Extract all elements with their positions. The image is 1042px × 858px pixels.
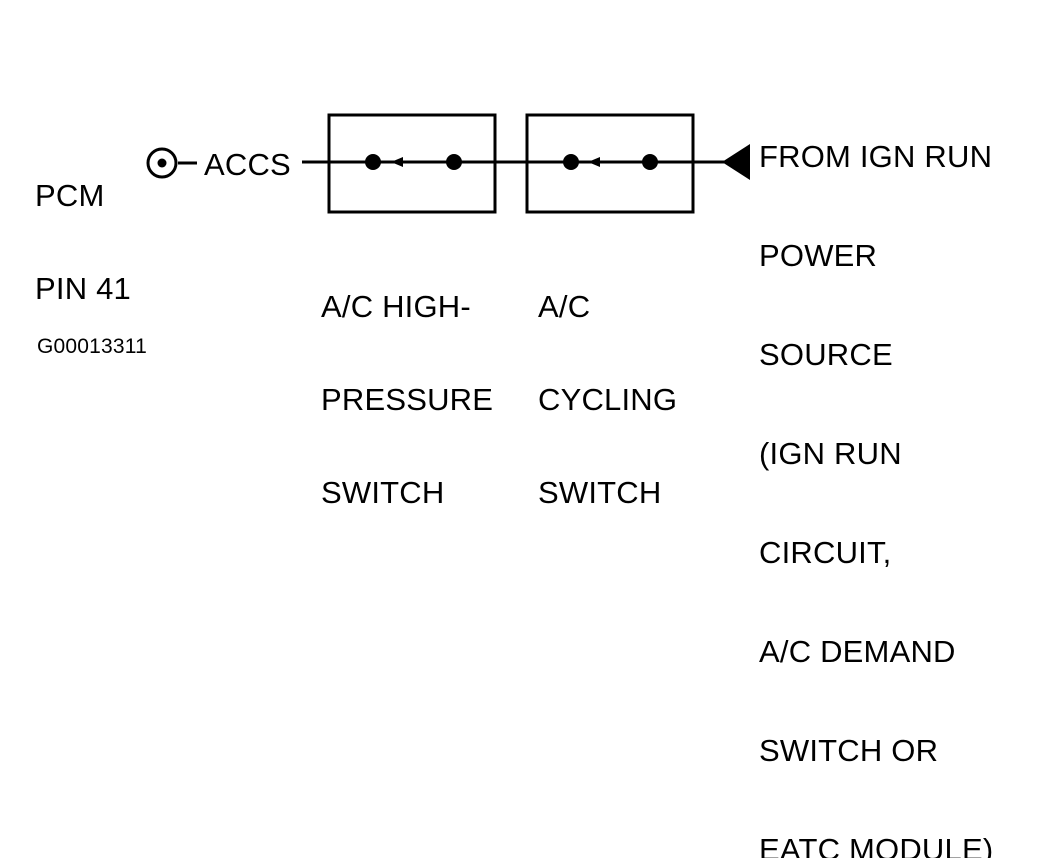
pcm-label-line: PCM	[35, 178, 105, 213]
high-pressure-switch-box	[327, 113, 497, 214]
power-source-label-line: CIRCUIT,	[759, 535, 892, 570]
pcm-pin-connector	[146, 147, 178, 179]
high-pressure-switch-label-line: SWITCH	[321, 475, 445, 510]
accs-signal-label: ACCS	[204, 147, 291, 182]
high-pressure-switch-contact-left	[365, 154, 381, 170]
power-source-label-line: SWITCH OR	[759, 733, 939, 768]
pcm-pin-connector-center	[157, 158, 167, 168]
cycling-switch-arrow	[588, 157, 600, 167]
cycling-switch-label-line: SWITCH	[538, 475, 662, 510]
power-source-arrowhead	[722, 144, 750, 180]
cycling-switch-label-line: CYCLING	[538, 382, 678, 417]
pin-label-line: PIN 41	[35, 271, 131, 306]
cycling-switch-label-line: A/C	[538, 289, 591, 324]
cycling-switch-box	[525, 113, 695, 214]
cycling-switch-contact-left	[563, 154, 579, 170]
high-pressure-switch-contact-right	[446, 154, 462, 170]
power-source-label-line: SOURCE	[759, 337, 893, 372]
high-pressure-switch-label: A/C HIGH- PRESSURE SWITCH	[321, 229, 493, 539]
power-source-label-line: POWER	[759, 238, 878, 273]
pcm-pin-label: PCM PIN 41	[35, 118, 131, 335]
power-source-label-line: (IGN RUN	[759, 436, 902, 471]
high-pressure-switch-label-line: PRESSURE	[321, 382, 494, 417]
circuit-diagram	[146, 113, 750, 214]
high-pressure-switch-arrow	[391, 157, 403, 167]
figure-id: G00013311	[37, 335, 148, 358]
power-source-label-line: A/C DEMAND	[759, 634, 956, 669]
power-source-label: FROM IGN RUN POWER SOURCE (IGN RUN CIRCU…	[759, 74, 993, 858]
cycling-switch-label: A/C CYCLING SWITCH	[538, 229, 677, 539]
cycling-switch-contact-right	[642, 154, 658, 170]
power-source-label-line: FROM IGN RUN	[759, 139, 993, 174]
high-pressure-switch-label-line: A/C HIGH-	[321, 289, 471, 324]
power-source-label-line: EATC MODULE)	[759, 832, 994, 858]
